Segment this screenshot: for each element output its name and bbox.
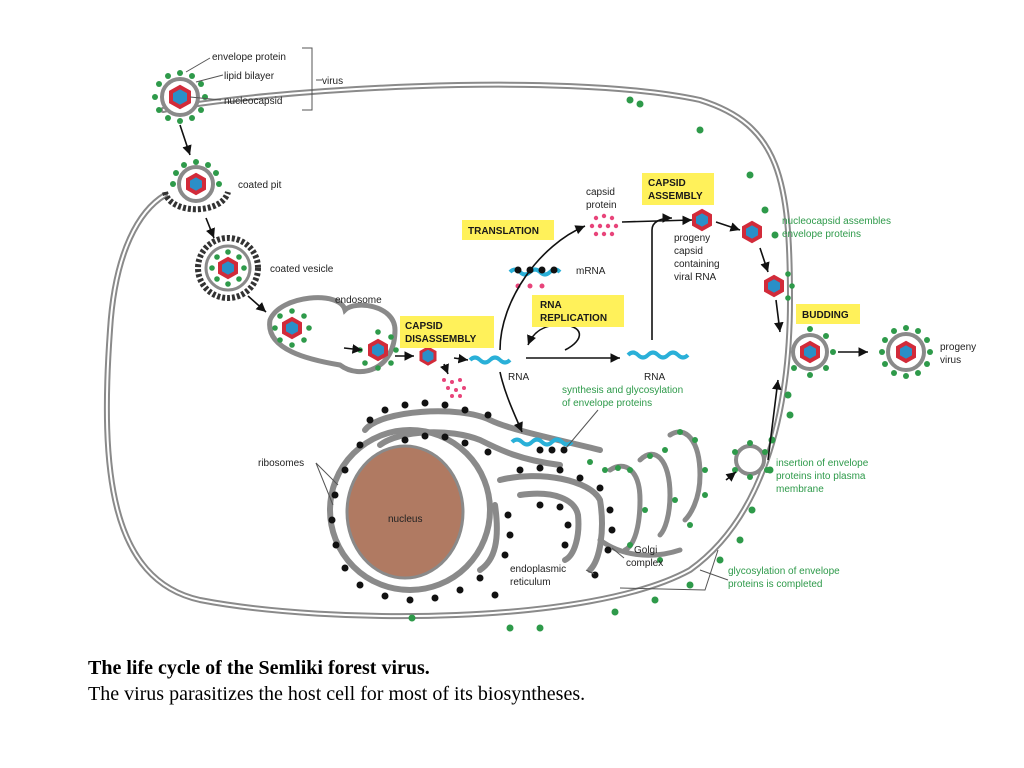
stage-rna-replication: RNA REPLICATION: [532, 295, 624, 327]
golgi-envelope-proteins: [587, 429, 708, 563]
label-endosome: endosome: [335, 295, 382, 306]
label-progeny-capsid-1: progeny: [674, 233, 710, 244]
label-golgi-2: complex: [626, 558, 663, 569]
label-er-2: reticulum: [510, 577, 551, 588]
virus-envelope-proteins: [152, 70, 208, 124]
stage-capsid-assembly: CAPSID ASSEMBLY: [642, 173, 714, 205]
coated-pit: [162, 190, 231, 213]
label-lipid-bilayer: lipid bilayer: [224, 71, 275, 82]
label-synthesis-1: synthesis and glycosylation: [562, 385, 683, 396]
label-nucleocapsid: nucleocapsid: [224, 96, 282, 107]
label-nucleus: nucleus: [388, 514, 422, 525]
rna-strand-right: [626, 350, 690, 360]
er-rna-strand: [510, 437, 574, 447]
label-envelope-protein: envelope protein: [212, 52, 286, 63]
label-golgi-1: Golgi: [634, 545, 657, 556]
label-glyco-1: glycosylation of envelope: [728, 566, 840, 577]
label-progeny-capsid-2: capsid: [674, 246, 703, 257]
ribosomes: [328, 399, 616, 604]
svg-text:ASSEMBLY: ASSEMBLY: [648, 191, 703, 202]
assembling-capsid: [742, 220, 762, 244]
label-progeny-virus-1: progeny: [940, 342, 976, 353]
stage-translation: TRANSLATION: [462, 220, 554, 240]
caption-title: The life cycle of the Semliki forest vir…: [88, 657, 430, 679]
endosome: [267, 295, 398, 375]
figure-caption: The life cycle of the Semliki forest vir…: [88, 655, 988, 707]
svg-text:CAPSID: CAPSID: [405, 321, 443, 332]
virus-life-cycle-diagram: TRANSLATION CAPSID ASSEMBLY RNA REPLICAT…: [103, 47, 976, 632]
svg-text:RNA: RNA: [540, 300, 562, 311]
label-progeny-virus-2: virus: [940, 355, 961, 366]
capsid-protein-dots: [442, 378, 466, 398]
label-rna-right: RNA: [644, 372, 665, 383]
label-nucleocapsid-assembles-1: nucleocapsid assembles: [782, 216, 891, 227]
coated-pit-virus: [177, 165, 215, 203]
capsid-protein-cluster: [589, 213, 619, 237]
svg-text:DISASSEMBLY: DISASSEMBLY: [405, 334, 477, 345]
label-synthesis-2: of envelope proteins: [562, 398, 652, 409]
rna-strand-left: [468, 355, 512, 365]
label-insertion-1: insertion of envelope: [776, 458, 869, 469]
svg-text:TRANSLATION: TRANSLATION: [468, 226, 539, 237]
label-virus: virus: [322, 76, 343, 87]
label-capsid-protein-2: protein: [586, 200, 617, 211]
label-glyco-2: proteins is completed: [728, 579, 823, 590]
endosome-virus: [272, 308, 312, 348]
label-progeny-capsid-3: containing: [674, 259, 720, 270]
stage-capsid-disassembly: CAPSID DISASSEMBLY: [400, 316, 494, 348]
budding-virus: [791, 326, 836, 378]
label-capsid-protein-1: capsid: [586, 187, 615, 198]
svg-text:CAPSID: CAPSID: [648, 178, 686, 189]
transport-vesicle: [732, 440, 770, 480]
label-nucleocapsid-assembles-2: envelope proteins: [782, 229, 861, 240]
virus-particle: [160, 77, 200, 117]
progeny-virus: [879, 325, 933, 379]
budding-capsid-1: [764, 271, 795, 301]
label-ribosomes: ribosomes: [258, 458, 304, 469]
stage-budding: BUDDING: [796, 304, 860, 324]
label-mrna: mRNA: [576, 266, 606, 277]
svg-text:BUDDING: BUDDING: [802, 310, 849, 321]
leader-lines: [185, 47, 729, 591]
label-coated-pit: coated pit: [238, 180, 282, 191]
coated-vesicle: [195, 235, 261, 301]
released-nucleocapsid: [419, 346, 437, 366]
label-er-1: endoplasmic: [510, 564, 566, 575]
label-rna-left: RNA: [508, 372, 529, 383]
label-progeny-capsid-4: viral RNA: [674, 272, 717, 283]
nucleus: [345, 444, 465, 580]
label-insertion-2: proteins into plasma: [776, 471, 866, 482]
svg-text:REPLICATION: REPLICATION: [540, 313, 607, 324]
golgi-complex: [597, 429, 703, 558]
caption-subtitle: The virus parasitizes the host cell for …: [88, 683, 586, 705]
label-coated-vesicle: coated vesicle: [270, 264, 334, 275]
progeny-capsid: [692, 208, 712, 232]
label-insertion-3: membrane: [776, 484, 824, 495]
pathway-arrows: [179, 124, 868, 482]
